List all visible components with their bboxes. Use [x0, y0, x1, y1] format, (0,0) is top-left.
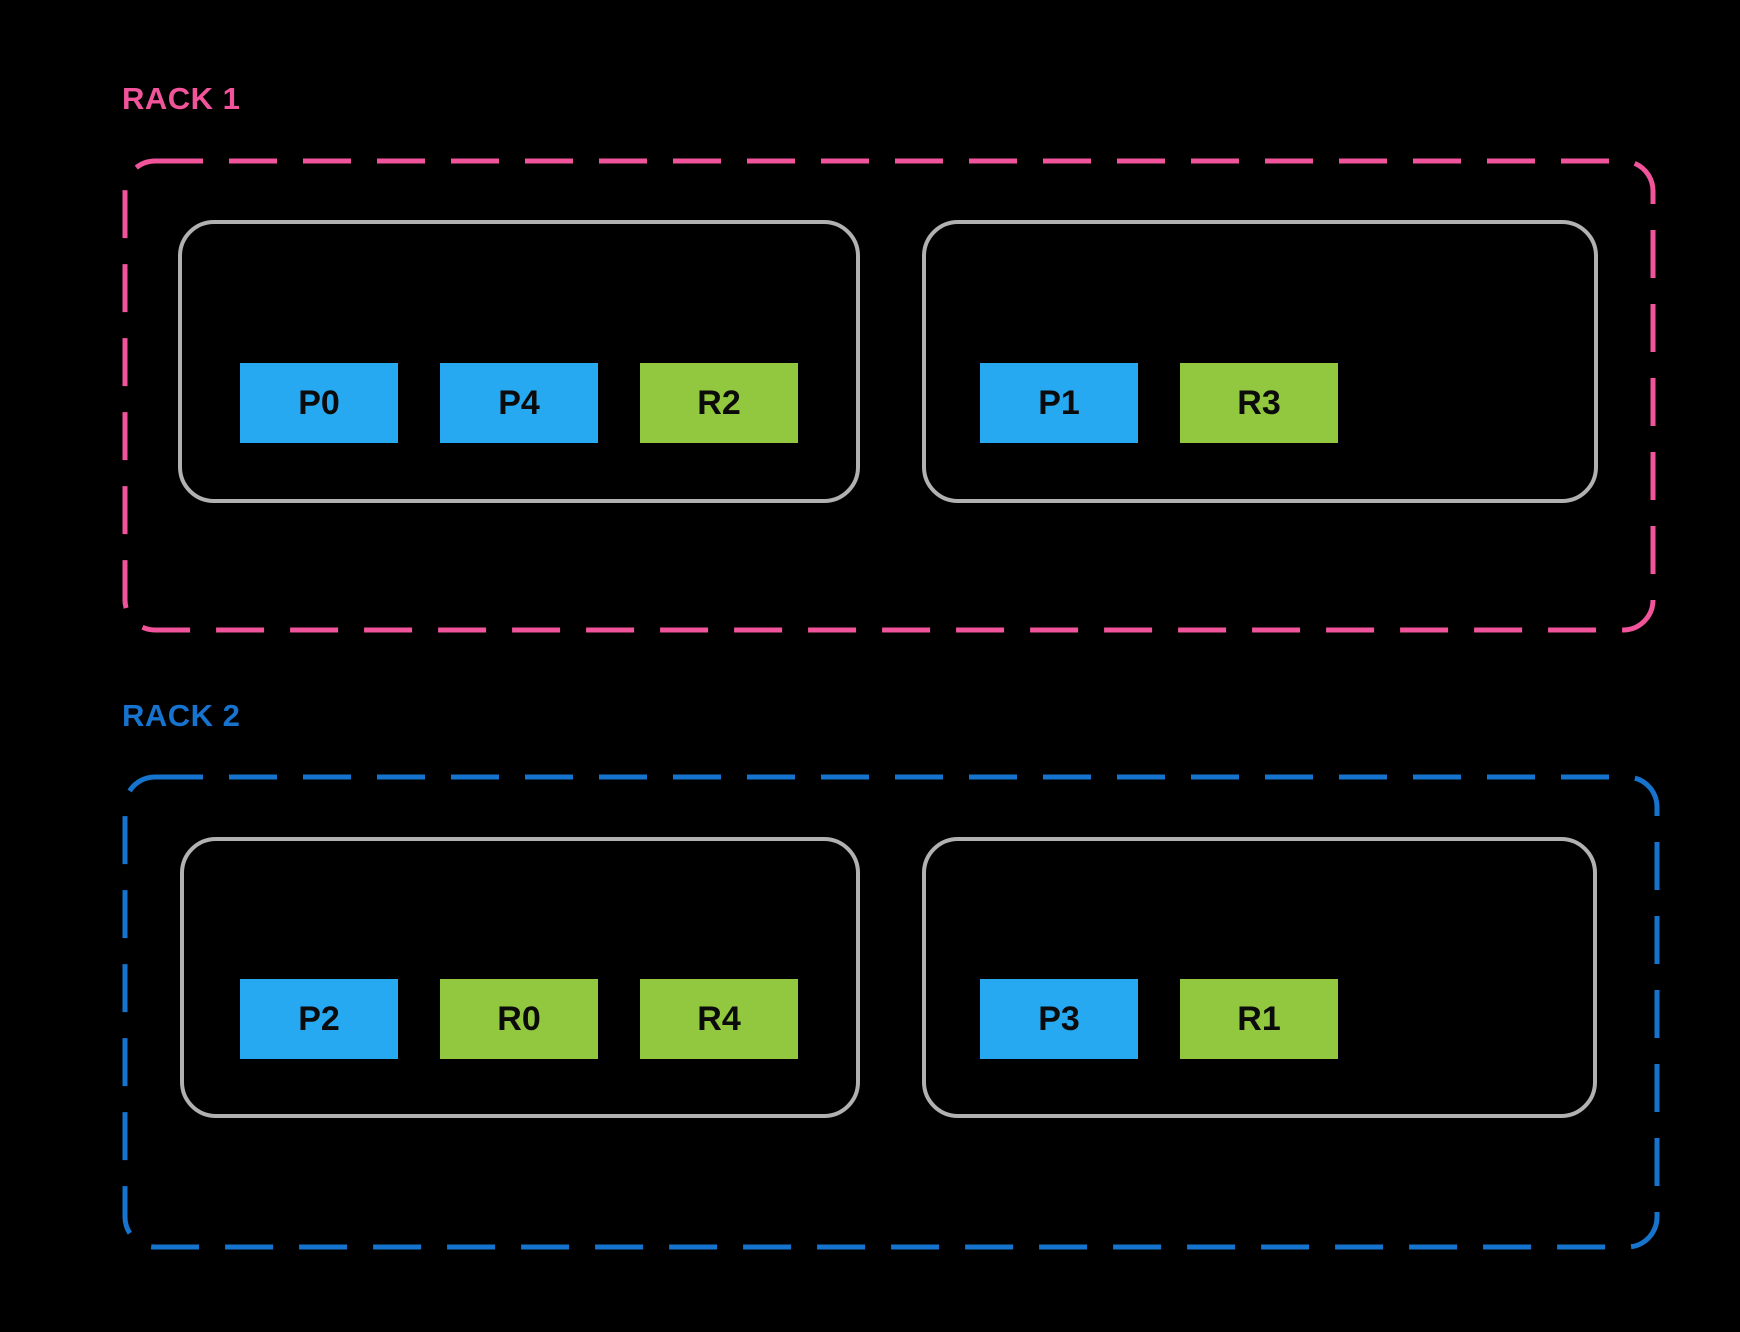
- rack1-boundary: [122, 158, 1656, 633]
- shard-r1: R1: [1180, 979, 1338, 1059]
- rack1-node1: [178, 220, 860, 503]
- rack1-node2: [922, 220, 1598, 503]
- shard-r4: R4: [640, 979, 798, 1059]
- shard-r0: R0: [440, 979, 598, 1059]
- rack2-node2: [922, 837, 1597, 1118]
- shard-p0: P0: [240, 363, 398, 443]
- shard-p1: P1: [980, 363, 1138, 443]
- rack2-node1: [180, 837, 860, 1118]
- rack1-label: RACK 1: [122, 81, 241, 116]
- shard-p2: P2: [240, 979, 398, 1059]
- rack2-label: RACK 2: [122, 698, 241, 733]
- shard-r3: R3: [1180, 363, 1338, 443]
- rack1-dashed-border: [122, 158, 1656, 633]
- rack2-dashed-border: [122, 774, 1660, 1250]
- shard-r2: R2: [640, 363, 798, 443]
- shard-p4: P4: [440, 363, 598, 443]
- rack2-boundary: [122, 774, 1660, 1250]
- shard-p3: P3: [980, 979, 1138, 1059]
